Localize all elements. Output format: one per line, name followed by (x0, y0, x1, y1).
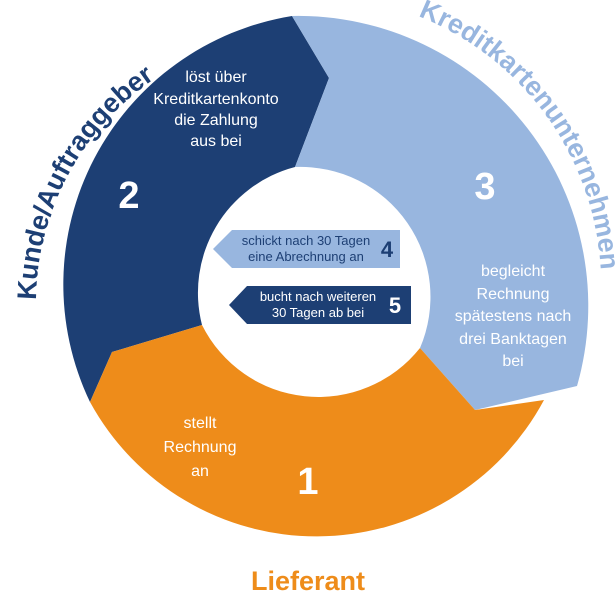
card-company-segment-text: begleicht Rechnung spätestens nach drei … (455, 263, 572, 370)
merchant-text-line: stellt (184, 415, 217, 432)
arrow-4-shape (213, 230, 400, 268)
inner-arrow-5: bucht nach weiteren 30 Tagen ab bei 5 (229, 286, 411, 324)
merchant-segment (90, 325, 544, 537)
card-company-step-number: 3 (474, 166, 495, 208)
customer-text-line: die Zahlung (174, 112, 258, 129)
merchant-label: Lieferant (251, 566, 365, 596)
arrow-5-number: 5 (389, 293, 401, 318)
card-company-text-line: spätestens nach (455, 308, 572, 325)
merchant-segment-text: stellt Rechnung an (164, 415, 237, 480)
arrow-4-text-line: eine Abrechnung an (248, 249, 364, 264)
card-company-text-line: Rechnung (477, 286, 550, 303)
customer-segment (63, 16, 329, 402)
merchant-text-line: an (191, 463, 209, 480)
card-company-text-line: drei Banktagen (459, 331, 567, 348)
card-company-text-line: bei (502, 353, 523, 370)
arrow-4-number: 4 (381, 237, 394, 262)
merchant-text-line: Rechnung (164, 439, 237, 456)
customer-text-line: Kreditkartenkonto (153, 91, 279, 108)
customer-text-line: löst über (185, 69, 247, 86)
customer-step-number: 2 (118, 175, 139, 217)
customer-segment-text: löst über Kreditkartenkonto die Zahlung … (153, 69, 279, 150)
arrow-5-text-line: 30 Tagen ab bei (272, 305, 364, 320)
inner-arrow-4: schickt nach 30 Tagen eine Abrechnung an… (213, 230, 400, 268)
customer-text-line: aus bei (190, 133, 242, 150)
card-company-segment (292, 15, 589, 411)
arrow-5-text-line: bucht nach weiteren (260, 289, 376, 304)
merchant-step-number: 1 (297, 461, 318, 503)
card-company-text-line: begleicht (481, 263, 546, 280)
arrow-4-text-line: schickt nach 30 Tagen (242, 233, 370, 248)
arrow-5-shape (229, 286, 411, 324)
